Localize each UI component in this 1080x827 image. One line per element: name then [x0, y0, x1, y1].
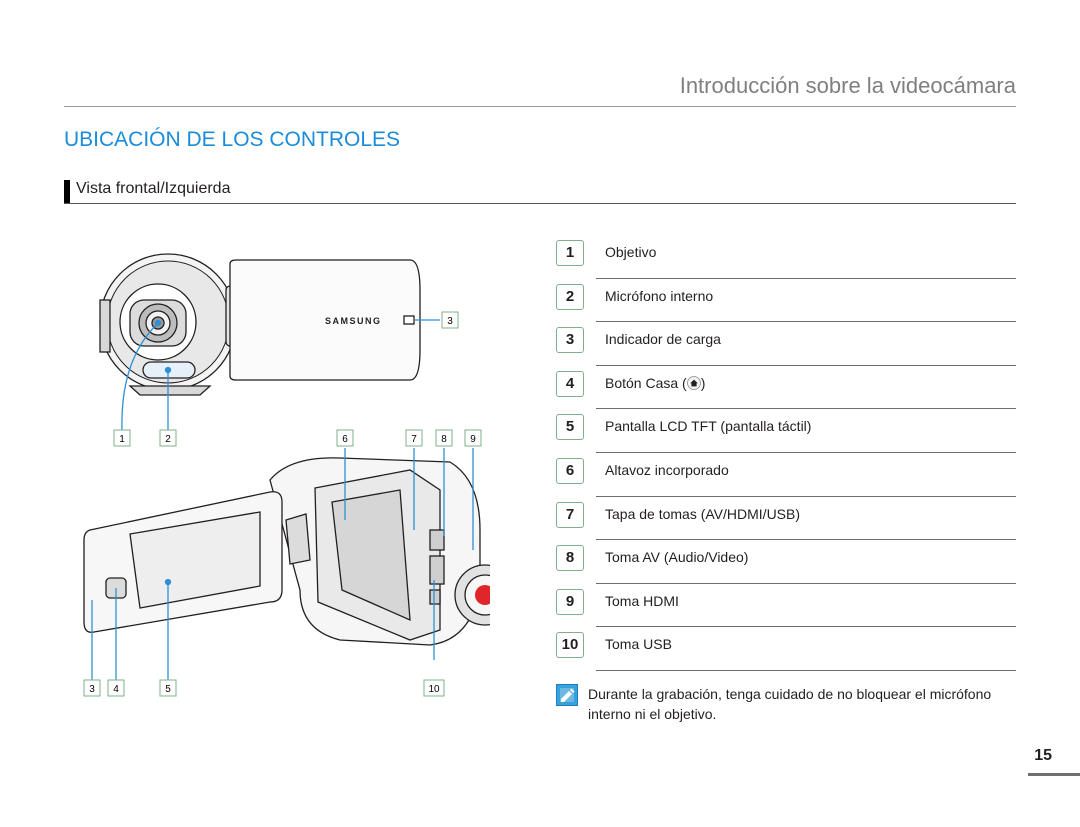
- svg-text:8: 8: [441, 434, 447, 445]
- legend-row: 10 Toma USB: [556, 627, 1016, 671]
- legend-number: 9: [556, 588, 584, 615]
- legend-number: 8: [556, 545, 584, 572]
- svg-text:3: 3: [447, 316, 453, 327]
- legend-row: 8 Toma AV (Audio/Video): [556, 540, 1016, 584]
- svg-text:6: 6: [342, 434, 348, 445]
- svg-text:9: 9: [470, 434, 476, 445]
- legend-row: 6 Altavoz incorporado: [556, 453, 1016, 497]
- callout-labels: 1 2 3 6 7 8 9 3 4 5 10: [83, 311, 482, 697]
- legend-number: 2: [556, 283, 584, 310]
- legend-row: 4 Botón Casa (): [556, 366, 1016, 410]
- subheading: Vista frontal/Izquierda: [76, 180, 231, 197]
- svg-text:3: 3: [89, 684, 95, 695]
- legend-number: 1: [556, 240, 584, 266]
- section-title: UBICACIÓN DE LOS CONTROLES: [64, 128, 401, 151]
- legend-number: 6: [556, 457, 584, 484]
- legend-label: Objetivo: [605, 244, 657, 260]
- samsung-logo: SAMSUNG: [325, 316, 382, 326]
- legend-label: Toma USB: [605, 636, 672, 653]
- page-number: 15: [1034, 747, 1052, 764]
- page-number-rule: [1028, 773, 1080, 776]
- legend-number: 10: [556, 632, 584, 659]
- legend-row: 1 Objetivo: [556, 235, 1016, 279]
- legend-number: 5: [556, 414, 584, 441]
- legend-row: 3 Indicador de carga: [556, 322, 1016, 366]
- legend-number: 4: [556, 370, 584, 397]
- legend-row: 5 Pantalla LCD TFT (pantalla táctil): [556, 409, 1016, 453]
- svg-text:1: 1: [119, 434, 125, 445]
- svg-text:7: 7: [411, 434, 417, 445]
- svg-text:2: 2: [165, 434, 171, 445]
- note-icon: [556, 684, 578, 706]
- note-text: Durante la grabación, tenga cuidado de n…: [588, 686, 992, 722]
- legend-label: Tapa de tomas (AV/HDMI/USB): [605, 505, 801, 522]
- legend-row: 9 Toma HDMI: [556, 584, 1016, 628]
- legend-label: Toma AV (Audio/Video): [605, 549, 749, 566]
- svg-text:10: 10: [428, 684, 440, 695]
- legend-label: Micrófono interno: [605, 287, 714, 304]
- svg-text:4: 4: [113, 684, 119, 695]
- header-title: Introducción sobre la videocámara: [679, 73, 1016, 98]
- legend-label: Indicador de carga: [605, 331, 721, 348]
- legend-label-text: Botón Casa (: [605, 374, 687, 391]
- legend-row: 2 Micrófono interno: [556, 279, 1016, 323]
- legend-label: Botón Casa (): [605, 375, 705, 391]
- subheading-bar: [64, 180, 70, 203]
- legend-label-suffix: ): [700, 374, 706, 391]
- legend-label: Pantalla LCD TFT (pantalla táctil): [605, 418, 812, 435]
- controls-legend: 1 Objetivo 2 Micrófono interno 3 Indicad…: [556, 235, 1016, 671]
- legend-number: 7: [556, 501, 584, 528]
- camera-illustration: SAMSUNG 1: [83, 253, 490, 697]
- home-icon: [686, 375, 701, 390]
- svg-text:5: 5: [165, 684, 171, 695]
- subheading-rule: [64, 203, 1016, 204]
- legend-number: 3: [556, 327, 584, 354]
- legend-label: Toma HDMI: [605, 592, 679, 609]
- legend-row: 7 Tapa de tomas (AV/HDMI/USB): [556, 497, 1016, 541]
- legend-label: Altavoz incorporado: [605, 461, 729, 478]
- header-rule: [64, 106, 1016, 107]
